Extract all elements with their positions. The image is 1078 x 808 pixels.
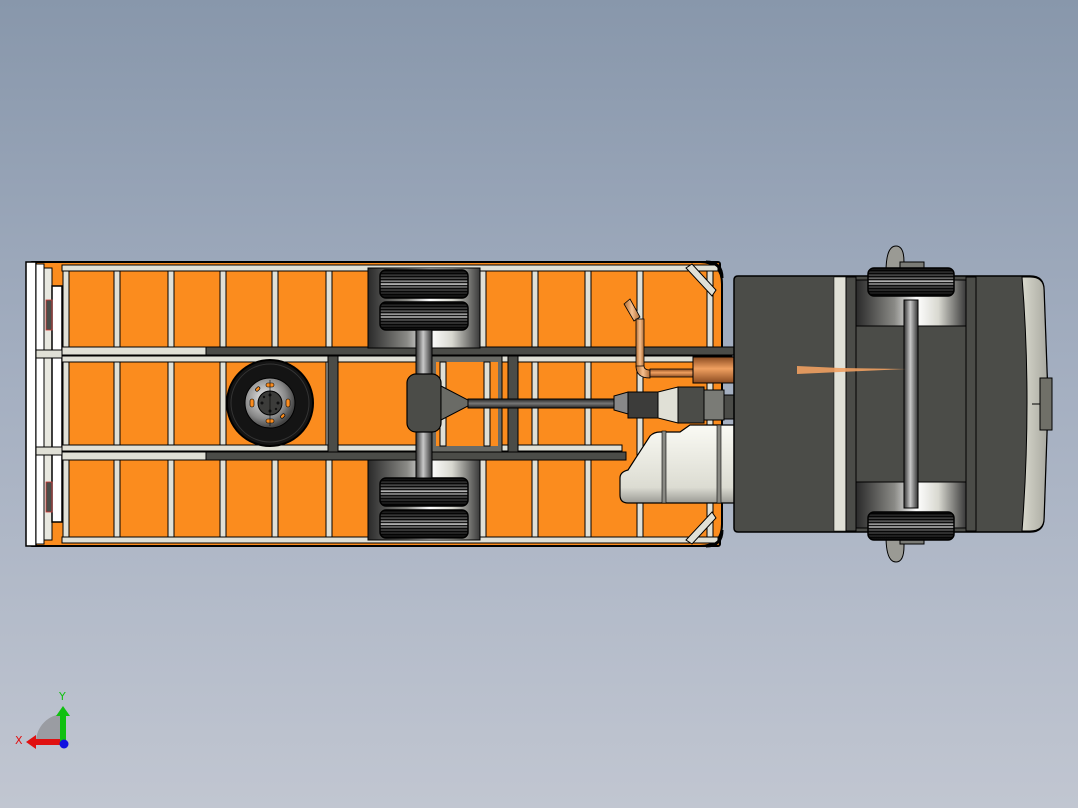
rear-right-dual-tires <box>379 477 469 539</box>
orientation-triad[interactable]: X Y <box>15 690 70 749</box>
transmission[interactable] <box>627 386 751 424</box>
z-axis-dot <box>59 739 69 749</box>
front-left-wheel <box>885 245 925 273</box>
x-axis-label: X <box>15 734 23 747</box>
rear-left-dual-tires <box>379 269 469 331</box>
cab[interactable] <box>733 245 1053 563</box>
spare-wheel[interactable] <box>226 359 314 447</box>
rear-axle-assembly[interactable] <box>367 267 481 541</box>
driveshaft[interactable] <box>467 391 629 415</box>
y-axis-arrow <box>56 706 70 742</box>
x-axis-arrow <box>26 735 64 749</box>
y-axis-label: Y <box>58 690 66 703</box>
